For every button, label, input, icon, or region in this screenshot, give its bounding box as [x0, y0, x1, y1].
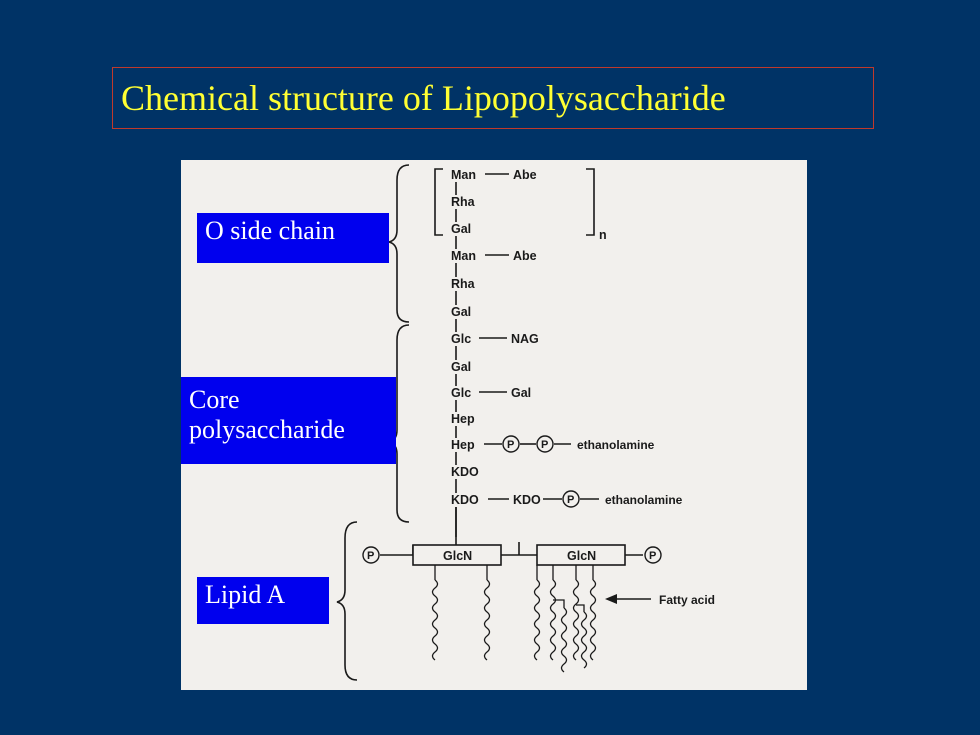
sugar-abe-2: Abe	[513, 249, 537, 263]
brace-o-side-chain	[388, 164, 410, 323]
svg-text:P: P	[367, 550, 374, 562]
fatty-acid-chains	[431, 565, 597, 673]
sugar-hep-1: Hep	[451, 412, 475, 426]
sugar-man-1: Man	[451, 168, 476, 182]
sugar-kdo-2: KDO	[451, 493, 479, 507]
phosphate-circle-3	[562, 490, 580, 508]
glcn-1: GlcN	[443, 549, 472, 563]
sugar-glc-1: Glc	[451, 332, 471, 346]
sugar-kdo-1: KDO	[451, 465, 479, 479]
label-o-side-chain: O side chain	[197, 213, 389, 263]
phosphate-circle-5	[644, 546, 662, 564]
svg-text:P: P	[567, 494, 574, 506]
sugar-hep-2: Hep	[451, 438, 475, 452]
glcn-2: GlcN	[567, 549, 596, 563]
label-core-line2: polysaccharide	[189, 415, 345, 444]
sugar-gal-4: Gal	[511, 386, 531, 400]
sugar-gal-2: Gal	[451, 305, 471, 319]
phosphate-circle-2	[536, 435, 554, 453]
sugar-nag: NAG	[511, 332, 539, 346]
label-core-polysaccharide: Core polysaccharide	[181, 377, 396, 464]
phosphate-circle-1	[502, 435, 520, 453]
lps-structure-diagram: n Man Abe Rha Gal Man Abe Rha Gal Glc NA…	[336, 164, 715, 681]
repeat-bracket-right	[586, 168, 595, 236]
ethanolamine-1: ethanolamine	[577, 438, 655, 452]
sugar-rha-2: Rha	[451, 277, 476, 291]
slide-title: Chemical structure of Lipopolysaccharide	[121, 78, 726, 118]
ethanolamine-2: ethanolamine	[605, 493, 683, 507]
sugar-gal-1: Gal	[451, 222, 471, 236]
sugar-abe-1: Abe	[513, 168, 537, 182]
label-lipid-a: Lipid A	[197, 577, 329, 624]
fatty-acid-label: Fatty acid	[659, 593, 715, 607]
sugar-man-2: Man	[451, 249, 476, 263]
svg-text:P: P	[541, 439, 548, 451]
svg-text:P: P	[507, 439, 514, 451]
sugar-gal-3: Gal	[451, 360, 471, 374]
title-box: Chemical structure of Lipopolysaccharide	[112, 67, 874, 129]
repeat-n: n	[599, 228, 607, 242]
repeat-bracket-left	[434, 168, 443, 236]
svg-text:P: P	[649, 550, 656, 562]
sugar-kdo-3: KDO	[513, 493, 541, 507]
sugar-glc-2: Glc	[451, 386, 471, 400]
sugar-rha-1: Rha	[451, 195, 476, 209]
phosphate-circle-4	[362, 546, 380, 564]
brace-lipid-a	[336, 521, 358, 681]
label-core-line1: Core	[189, 385, 240, 414]
